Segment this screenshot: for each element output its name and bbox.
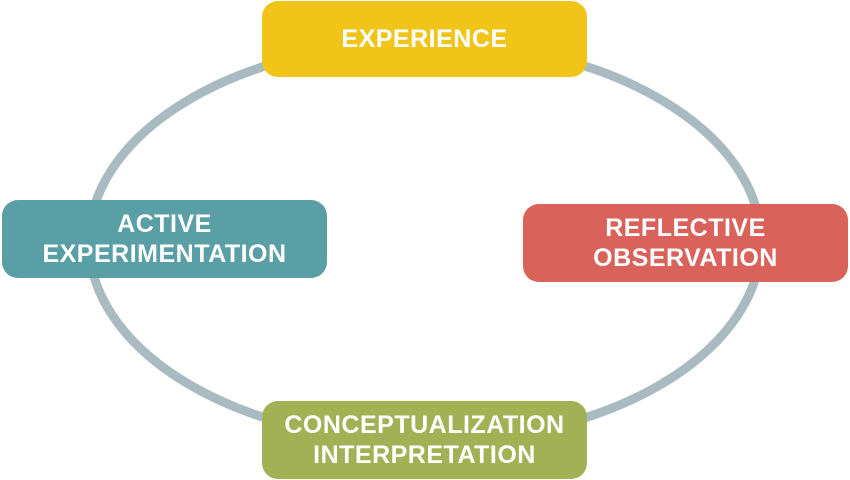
- stage-reflective-line-2: OBSERVATION: [593, 244, 778, 272]
- stage-active-experimentation: ACTIVE EXPERIMENTATION: [2, 200, 327, 278]
- stage-reflective-line-1: REFLECTIVE: [605, 214, 766, 242]
- stage-active-line-1: ACTIVE: [117, 210, 212, 238]
- stage-experience: EXPERIENCE: [262, 1, 587, 77]
- stage-active-line-2: EXPERIMENTATION: [42, 240, 287, 268]
- stage-conceptualization-interpretation: CONCEPTUALIZATION INTERPRETATION: [262, 401, 587, 479]
- stage-experience-line-1: EXPERIENCE: [341, 25, 508, 53]
- stage-reflective-observation: REFLECTIVE OBSERVATION: [523, 204, 848, 282]
- stage-conceptual-line-2: INTERPRETATION: [313, 441, 536, 469]
- stage-conceptual-line-1: CONCEPTUALIZATION: [284, 411, 565, 439]
